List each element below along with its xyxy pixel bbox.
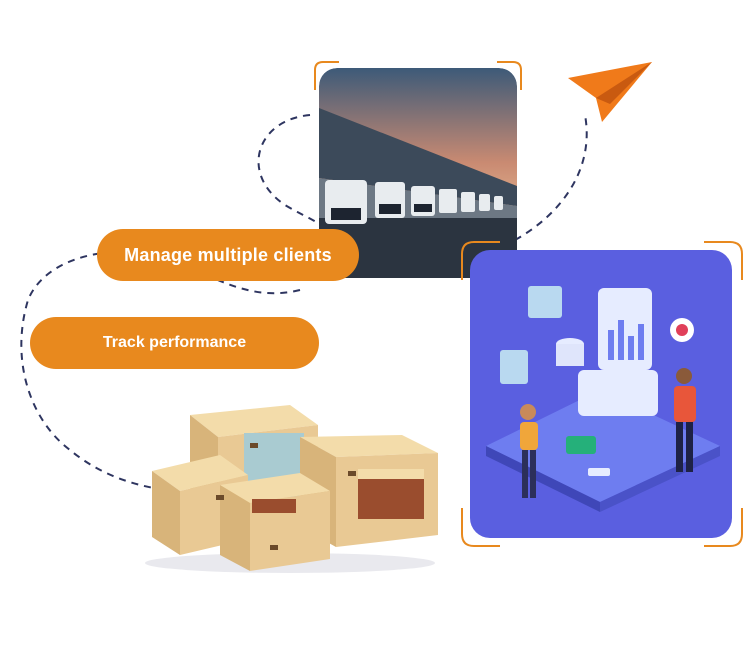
frame-corner-marks: [314, 61, 522, 90]
frame-corner-marks: [461, 241, 743, 547]
analytics-card-frame: [460, 240, 744, 548]
track-performance-pill: Track performance: [30, 317, 319, 369]
paper-plane-icon: [568, 62, 652, 122]
cardboard-boxes-illustration: [145, 405, 438, 573]
analytics-dashboard-illustration: [470, 250, 732, 538]
trucks-warehouse-photo: [319, 68, 517, 278]
manage-multiple-clients-pill: Manage multiple clients: [97, 229, 359, 281]
trucks-photo-frame: [313, 60, 523, 282]
